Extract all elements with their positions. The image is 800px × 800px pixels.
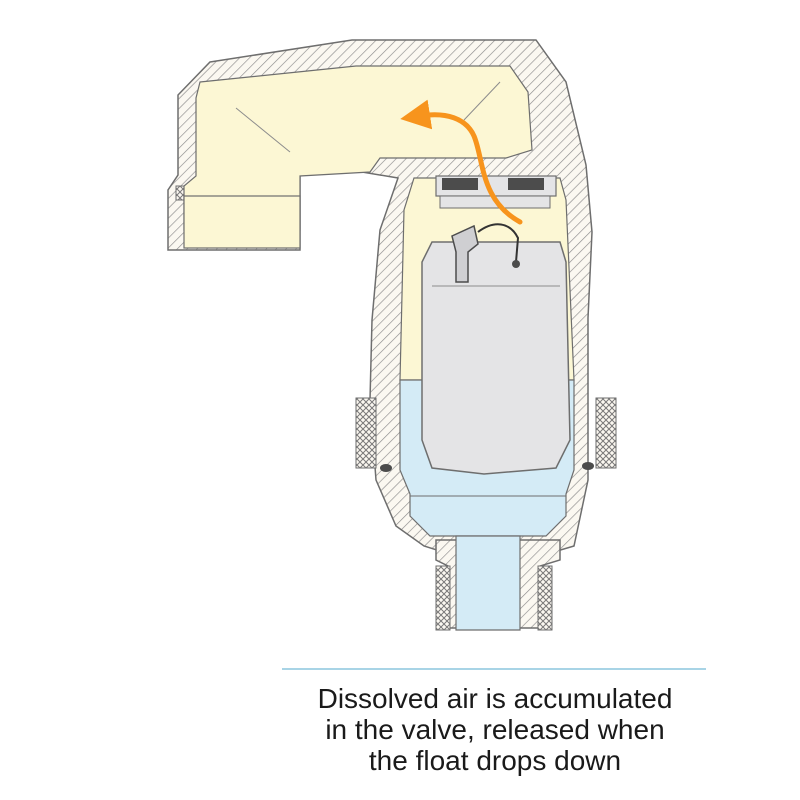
air-vent-valve-diagram	[167, 39, 617, 631]
caption-line-1: Dissolved air is accumulated	[317, 683, 673, 714]
seal-right	[508, 178, 544, 190]
elbow-inner-edge	[235, 107, 291, 153]
o-ring-left	[380, 464, 392, 472]
o-ring-right	[582, 462, 594, 470]
float-body	[421, 241, 571, 475]
cap-thread-left	[355, 397, 377, 469]
lever-pivot	[512, 260, 520, 268]
caption-line-3: the float drops down	[368, 745, 622, 776]
float-lever	[451, 223, 520, 283]
inlet-water-channel	[455, 535, 521, 631]
air-flow-arrow	[400, 99, 523, 225]
air-passage	[183, 65, 533, 249]
seal-left	[442, 178, 478, 190]
elbow-inner-edge-2	[463, 81, 501, 121]
cap-thread-right	[595, 397, 617, 469]
lever-arm	[451, 224, 479, 283]
diagram-caption: Dissolved air is accumulated in the valv…	[250, 683, 740, 776]
float	[421, 241, 571, 475]
valve-seat	[435, 175, 557, 209]
inlet-thread-left	[435, 565, 451, 631]
elbow-air-channel	[183, 65, 533, 231]
caption-line-2: in the valve, released when	[325, 714, 665, 745]
caption-divider	[282, 668, 706, 670]
outlet-opening	[183, 195, 301, 249]
lever-link-wire	[477, 223, 520, 263]
inlet-thread-right	[537, 565, 553, 631]
